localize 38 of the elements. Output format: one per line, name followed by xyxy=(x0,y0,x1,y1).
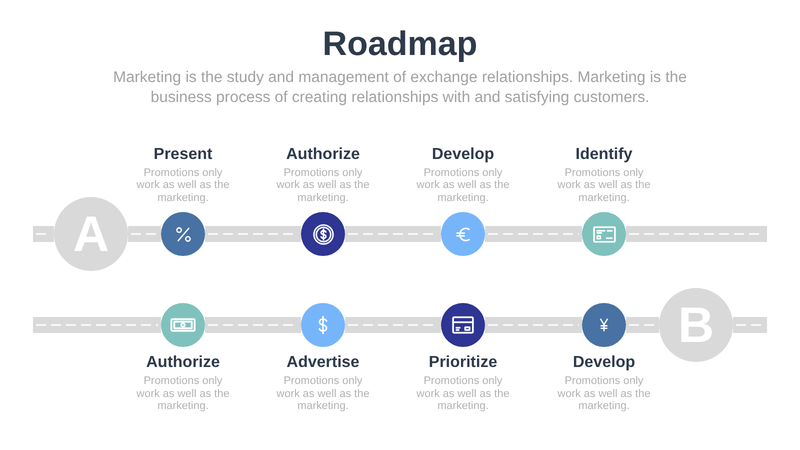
step-heading: Authorize xyxy=(286,146,360,164)
step-description: Promotions only work as well as the marketing. xyxy=(136,375,230,412)
step-heading: Prioritize xyxy=(428,354,498,372)
step-marker xyxy=(441,303,485,347)
road-segment xyxy=(128,226,161,242)
step-marker xyxy=(301,212,345,256)
step-heading: Advertise xyxy=(286,354,360,372)
road-segment xyxy=(485,317,582,333)
step-description: Promotions only work as well as the marketing. xyxy=(556,166,652,204)
road-segment xyxy=(205,317,301,333)
step-heading: Identify xyxy=(576,146,632,164)
step-marker xyxy=(441,212,485,256)
road-segment xyxy=(345,226,441,242)
road-segment xyxy=(626,317,659,333)
road-segment xyxy=(733,317,767,333)
road-segment xyxy=(33,317,161,333)
step-description: Promotions only work as well as the marketing. xyxy=(136,166,230,204)
step-marker xyxy=(582,212,626,256)
step-description: Promotions only work as well as the marketing. xyxy=(276,166,370,204)
step-marker xyxy=(582,303,626,347)
road-segment xyxy=(33,226,54,242)
road-segment xyxy=(205,226,301,242)
step-heading: Authorize xyxy=(146,354,220,372)
road-segment xyxy=(626,226,767,242)
subtitle: Marketing is the study and management of exchange relationships. Marketing is the business process of creating relationships with and satisfying customers. xyxy=(112,68,688,108)
step-marker xyxy=(161,303,205,347)
step-heading: Present xyxy=(154,146,212,164)
road-segment xyxy=(345,317,441,333)
step-marker xyxy=(301,303,345,347)
step-heading: Develop xyxy=(432,146,494,164)
step-description: Promotions only work as well as the marketing. xyxy=(416,166,510,204)
step-description: Promotions only work as well as the marketing. xyxy=(276,375,370,412)
road-segment xyxy=(485,226,582,242)
step-marker xyxy=(161,212,205,256)
step-heading: Develop xyxy=(572,354,636,372)
step-description: Promotions only work as well as the marketing. xyxy=(416,375,510,412)
step-description: Promotions only work as well as the marketing. xyxy=(556,375,652,412)
title: Roadmap xyxy=(322,24,478,64)
